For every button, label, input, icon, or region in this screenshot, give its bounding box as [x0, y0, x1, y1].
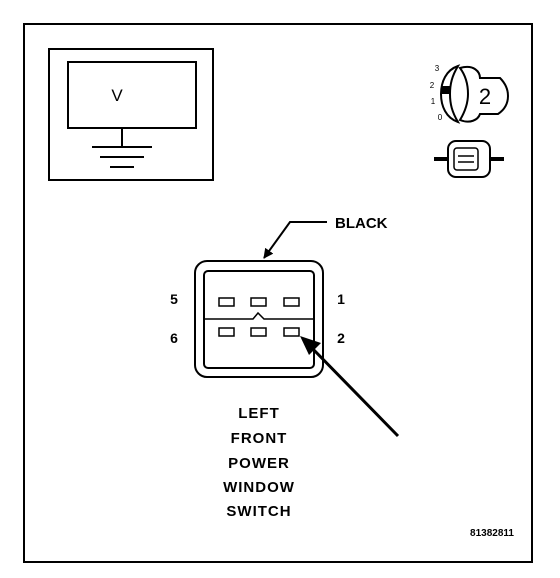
pin-label-6: 6 — [170, 330, 178, 346]
pin-label-5: 5 — [170, 291, 178, 307]
connector-color-label: BLACK — [335, 215, 388, 232]
key-selected-position: 2 — [479, 84, 491, 109]
pin-cavity-2 — [283, 327, 300, 337]
key-position-0: 0 — [438, 113, 443, 122]
caption-line-2: FRONT — [231, 430, 288, 447]
caption-line-3: POWER — [228, 455, 290, 472]
pin-cavity-1 — [283, 297, 300, 307]
key-position-1: 1 — [431, 97, 436, 106]
pin-label-2: 2 — [337, 330, 345, 346]
outer-frame — [23, 23, 533, 563]
caption-line-1: LEFT — [238, 405, 280, 422]
pin-cavity-4 — [250, 327, 267, 337]
pin-label-1: 1 — [337, 291, 345, 307]
figure-id: 81382811 — [470, 528, 514, 539]
ignition-key-icon: 3 2 1 0 2 — [430, 64, 510, 124]
caption-line-5: SWITCH — [226, 503, 291, 520]
connector-face — [194, 260, 324, 378]
key-position-2: 2 — [430, 81, 435, 90]
connector-terminal-icon — [434, 140, 504, 178]
probe-arrow — [300, 336, 400, 438]
pin-cavity-5 — [218, 297, 235, 307]
voltmeter-icon: V — [48, 48, 214, 181]
meter-label: V — [111, 86, 123, 105]
color-leader-line — [263, 221, 327, 259]
pin-cavity-3 — [250, 297, 267, 307]
caption-line-4: WINDOW — [223, 479, 295, 496]
key-position-3: 3 — [435, 64, 440, 73]
pin-cavity-6 — [218, 327, 235, 337]
